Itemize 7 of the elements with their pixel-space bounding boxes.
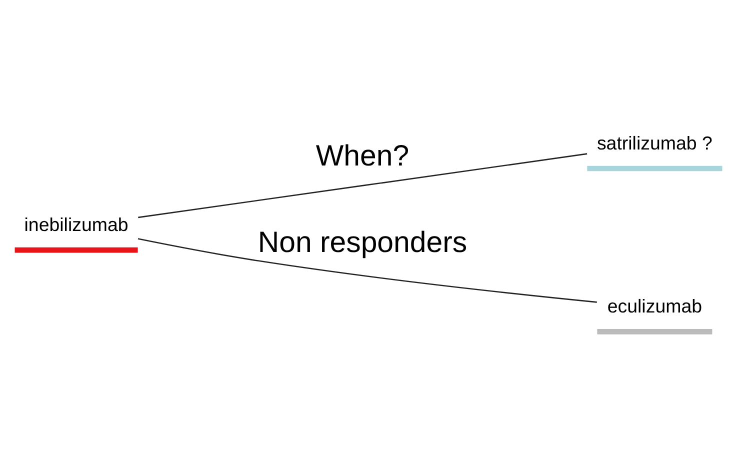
connector xyxy=(138,238,597,303)
connector xyxy=(138,153,588,218)
edge-label: When? xyxy=(316,139,410,172)
edge-label: Non responders xyxy=(258,226,468,260)
node-text: inebilizumab xyxy=(24,214,128,235)
node-text: eculizumab xyxy=(607,296,702,317)
node-text: satrilizumab ? xyxy=(596,132,712,154)
